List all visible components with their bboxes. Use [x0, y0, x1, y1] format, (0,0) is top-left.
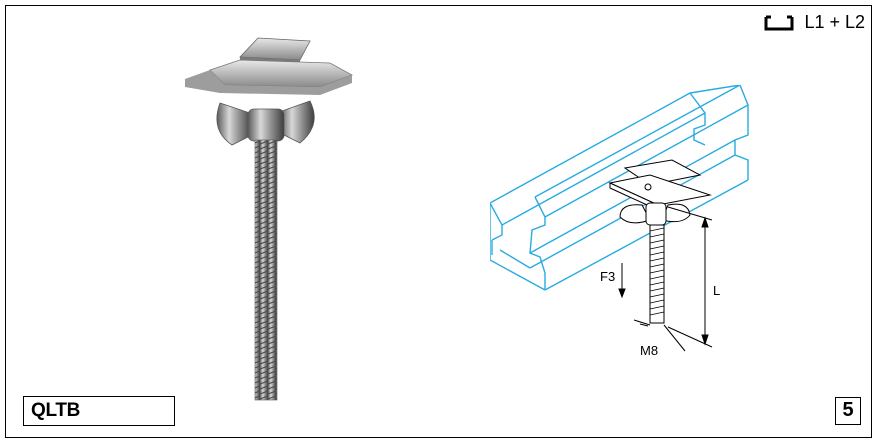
thread-label: M8: [640, 343, 658, 358]
length-dimension: [667, 206, 713, 348]
channel-profile-icon: [764, 15, 794, 30]
channel-label: L1 + L2: [804, 12, 865, 32]
product-code: QLTB: [23, 396, 175, 426]
bolt-assembly: [608, 159, 712, 324]
force-label: F3: [600, 269, 615, 284]
length-label: L: [713, 283, 720, 298]
thread-dimension: [633, 319, 686, 352]
product-photo: [185, 37, 353, 401]
page-number: 5: [835, 397, 861, 425]
technical-drawing: F3 L M8: [490, 85, 749, 358]
channel-header: L1 + L2: [764, 12, 865, 33]
force-arrow: [618, 263, 626, 299]
page-frame: [5, 5, 872, 438]
thread-lines: [649, 227, 665, 316]
